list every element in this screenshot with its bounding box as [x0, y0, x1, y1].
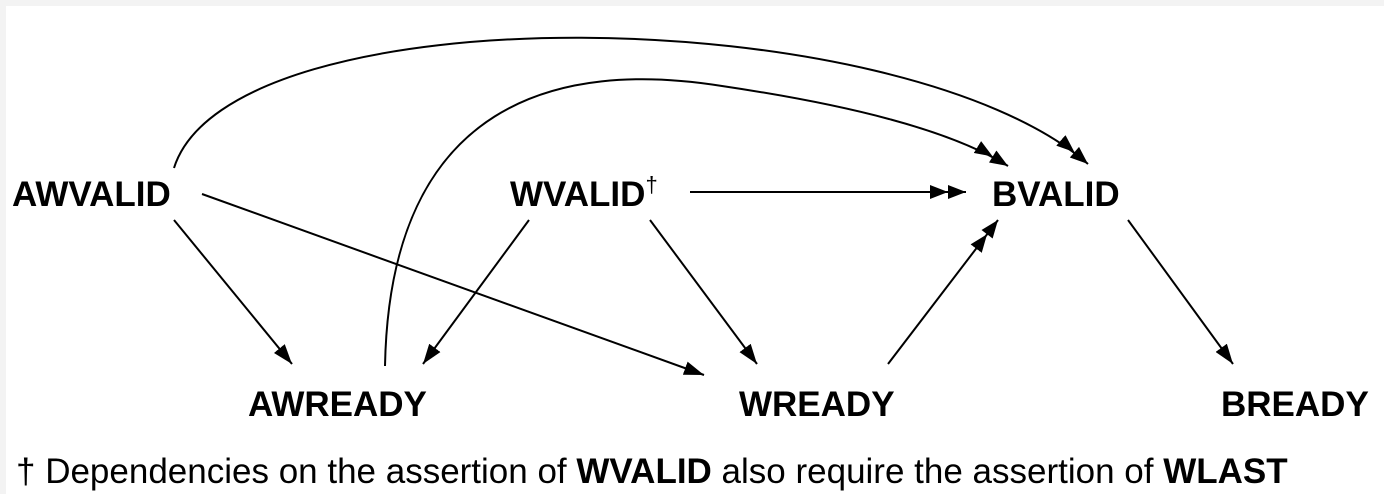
edge-wvalid-awready	[422, 219, 530, 365]
node-awready: AWREADY	[248, 385, 427, 424]
node-bvalid: BVALID	[992, 175, 1120, 214]
edge-wready-bvalid	[887, 219, 999, 365]
edge-awvalid-bvalid	[173, 36, 1089, 169]
node-bready: BREADY	[1221, 385, 1369, 424]
node-awvalid: AWVALID	[12, 175, 171, 214]
edge-wvalid-wready	[649, 219, 758, 365]
footnote-text-1: Dependencies on the assertion of	[35, 452, 577, 491]
footnote-text-2: also require the assertion of	[711, 452, 1164, 491]
dependency-diagram: AWVALID WVALID† BVALID AWREADY WREADY BR…	[12, 36, 1369, 424]
edge-awvalid-wready	[201, 193, 705, 376]
footnote-wvalid: WVALID	[576, 452, 712, 491]
edge-awvalid-awready	[173, 219, 293, 365]
diagram-canvas: AWVALID WVALID† BVALID AWREADY WREADY BR…	[6, 6, 1384, 494]
node-wvalid: WVALID†	[510, 172, 658, 214]
footnote-wlast: WLAST	[1163, 452, 1288, 491]
dagger-mark: †	[645, 172, 657, 197]
footnote-dagger: †	[16, 452, 36, 491]
edge-bvalid-bready	[1127, 219, 1234, 365]
edge-awready-bvalid	[384, 78, 1009, 367]
node-wvalid-label: WVALID	[510, 175, 645, 214]
node-wready: WREADY	[739, 385, 895, 424]
footnote: † Dependencies on the assertion of WVALI…	[16, 452, 1288, 492]
